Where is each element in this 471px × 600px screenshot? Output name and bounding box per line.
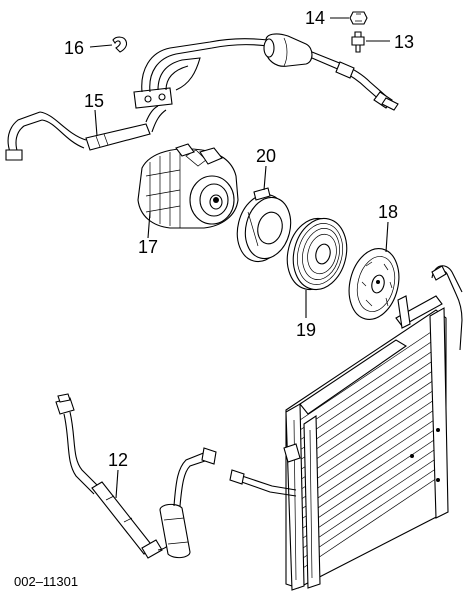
callout-14: 14 bbox=[305, 8, 325, 28]
leader-12 bbox=[115, 469, 119, 499]
leader-20 bbox=[263, 165, 267, 191]
part-20-coil bbox=[236, 187, 292, 263]
part-18-clutch-plate bbox=[348, 248, 400, 320]
leader-16 bbox=[89, 44, 113, 48]
part-15-hose-assembly bbox=[5, 33, 399, 161]
part-16-clip bbox=[112, 36, 128, 53]
part-12-liquid-line bbox=[55, 393, 217, 559]
leader-17 bbox=[147, 211, 151, 239]
callout-20: 20 bbox=[256, 146, 276, 166]
part-14-nut bbox=[349, 11, 368, 25]
leader-18 bbox=[385, 221, 389, 253]
part-19-pulley bbox=[286, 217, 348, 291]
part-13-bolt bbox=[351, 31, 365, 53]
callout-13: 13 bbox=[394, 32, 414, 52]
callout-12: 12 bbox=[108, 450, 128, 470]
figure-code: 002–11301 bbox=[14, 574, 78, 589]
callout-17: 17 bbox=[138, 237, 158, 257]
callout-19: 19 bbox=[296, 320, 316, 340]
callout-16: 16 bbox=[64, 38, 84, 58]
leader-15 bbox=[94, 109, 98, 137]
condenser bbox=[229, 265, 463, 591]
callout-18: 18 bbox=[378, 202, 398, 222]
callout-15: 15 bbox=[84, 91, 104, 111]
part-17-compressor bbox=[137, 143, 239, 229]
